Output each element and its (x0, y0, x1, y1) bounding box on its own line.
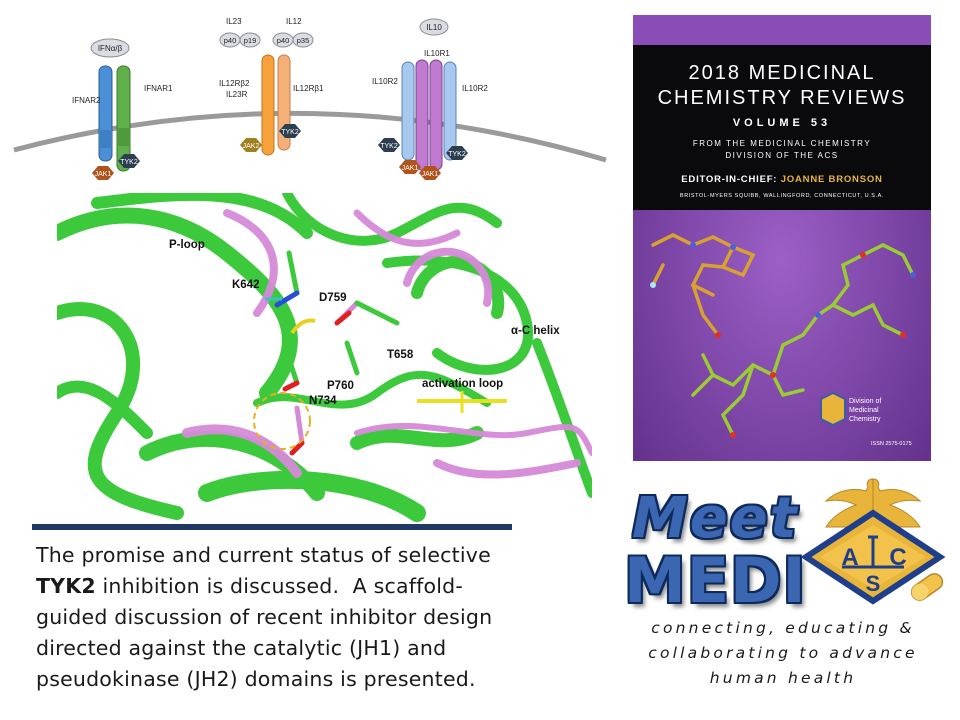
cover-issn: ISSN 2575-0175 (871, 441, 912, 447)
protein-structure-image: P-loop K642 D759 α-C helix T658 P760 act… (57, 193, 592, 525)
caption-line-4: directed against the catalytic (JH1) and (36, 636, 447, 660)
il12rb1-label: IL12Rβ1 (293, 84, 324, 93)
acs-letter-c: C (889, 544, 906, 571)
cover-affiliation: BRISTOL-MYERS SQUIBB, WALLINGFORD, CONNE… (680, 193, 884, 199)
caption-line-3: guided discussion of recent inhibitor de… (36, 605, 493, 629)
pill-icon (910, 573, 944, 601)
cover-editor-line: EDITOR-IN-CHIEF: JOANNE BRONSON (681, 174, 882, 185)
activation-site-circle (253, 392, 311, 450)
ifn-ligand-bubble (90, 38, 130, 58)
p-loop-label: P-loop (169, 239, 205, 251)
yellow-curve-arrow (290, 318, 316, 335)
jak1-hexagon (92, 166, 114, 180)
ifnar2-label: IFNAR2 (72, 96, 101, 105)
division-line-3: Chemistry (849, 416, 881, 423)
il12-p35: p35 (297, 36, 310, 45)
medi-heading: MEDI (624, 544, 807, 617)
division-line-2: Medicinal (849, 407, 879, 414)
ifn-receptor-complex: IFNα/β IFNAR2 IFNAR1 JAK1 TYK2 (72, 38, 173, 180)
tyk2-hexagon (118, 154, 140, 168)
il10-label: IL10 (426, 23, 442, 32)
cover-title-line-2: CHEMISTRY REVIEWS (658, 87, 907, 109)
ribbon-green (57, 193, 592, 522)
caption-line-5: pseudokinase (JH2) domains is presented. (36, 667, 476, 691)
il10r2-right-label: IL10R2 (462, 84, 488, 93)
jak1-label-c: JAK1 (422, 171, 439, 178)
jak2-hexagon (240, 138, 262, 152)
ribbon-pink (182, 209, 592, 479)
division-line-1: Division of (849, 398, 881, 405)
receptor-diagram: IFNα/β IFNAR2 IFNAR1 JAK1 TYK2 IL23 IL12… (13, 17, 607, 180)
cell-membrane (13, 110, 607, 163)
ifnar1-label: IFNAR1 (144, 84, 173, 93)
journal-cover: 2018 MEDICINAL CHEMISTRY REVIEWS VOLUME … (633, 15, 931, 461)
jak2-label: JAK2 (243, 143, 260, 150)
tyk2-label-a: TYK2 (120, 159, 138, 166)
il12-p40: p40 (277, 36, 290, 45)
molecule-green (691, 243, 915, 437)
tyk2-hexagon-b (279, 124, 301, 138)
t658-label: T658 (387, 349, 414, 361)
tagline-line-1: connecting, educating & (651, 619, 915, 637)
caption-text: The promise and current status of select… (36, 540, 576, 695)
meet-heading: Meet (632, 486, 799, 551)
tagline-line-2: collaborating to advance (648, 644, 918, 662)
il10r1-label: IL10R1 (424, 49, 450, 58)
il10-receptor-complex: IL10 IL10R1 IL10R2 IL10R2 TYK2 TYK2 JAK1… (372, 18, 488, 180)
caption-divider (32, 524, 512, 530)
residue-sticks (274, 250, 400, 456)
k642-label: K642 (232, 279, 260, 291)
il12rb2-chain (261, 54, 275, 156)
tyk2-label-b: TYK2 (281, 129, 299, 136)
cover-volume: VOLUME 53 (733, 117, 831, 129)
medi-tagline: connecting, educating & collaborating to… (618, 616, 948, 691)
tyk2-label-c: TYK2 (380, 143, 398, 150)
caption-line-1: The promise and current status of select… (36, 543, 491, 567)
cover-editor-prefix: EDITOR-IN-CHIEF: (681, 174, 780, 185)
p760-label: P760 (327, 380, 354, 392)
il23-p40: p40 (224, 36, 237, 45)
n734-label: N734 (309, 395, 337, 407)
ifn-ligand-label: IFNα/β (98, 44, 123, 53)
il23-p19: p19 (244, 36, 257, 45)
il12rb2-label: IL12Rβ2 (219, 79, 250, 88)
il12-label: IL12 (286, 17, 302, 26)
alpha-c-helix-label: α-C helix (511, 325, 560, 337)
jak1-label: JAK1 (95, 171, 112, 178)
eagle-icon (824, 478, 922, 528)
acs-letter-a: A (841, 544, 858, 571)
il23-label: IL23 (226, 17, 242, 26)
cover-from-line-2: DIVISION OF THE ACS (725, 151, 838, 160)
il12-il23-receptor-complex: IL23 IL12 p40 p19 p40 p35 IL12Rβ2 IL23R … (219, 17, 324, 156)
cover-editor-name: JOANNE BRONSON (781, 174, 883, 185)
il23r-label: IL23R (226, 90, 248, 99)
acs-letter-s: S (866, 571, 881, 596)
caption-bold-tyk2: TYK2 (36, 574, 96, 598)
division-logo: Division of Medicinal Chemistry ISSN 257… (820, 391, 912, 447)
caption-line-2-rest: inhibition is discussed. A scaffold- (95, 574, 463, 598)
tagline-line-3: human health (709, 669, 857, 687)
d759-label: D759 (319, 292, 347, 304)
il10r2-left-label: IL10R2 (372, 77, 398, 86)
activation-loop-label: activation loop (422, 378, 503, 390)
tyk2-label-d: TYK2 (448, 151, 466, 158)
cover-title-line-1: 2018 MEDICINAL (689, 62, 876, 84)
acs-eagle-logo: A C S (800, 478, 946, 605)
jak1-label-b: JAK1 (402, 165, 419, 172)
molecule-dots (650, 242, 916, 438)
caption-line-2: TYK2 inhibition is discussed. A scaffold… (36, 571, 576, 602)
cover-from-line-1: FROM THE MEDICINAL CHEMISTRY (693, 139, 871, 148)
